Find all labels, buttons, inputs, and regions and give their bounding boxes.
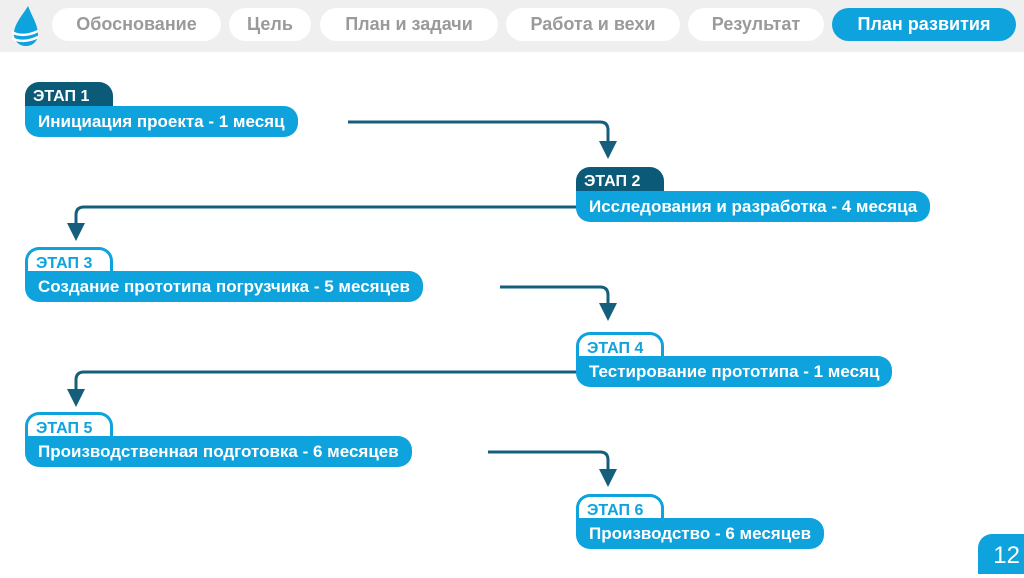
tab-tsel[interactable]: Цель — [229, 8, 311, 41]
water-drop-icon — [11, 6, 39, 46]
arrow-1-to-2 — [348, 120, 617, 159]
tab-obosnovanie[interactable]: Обоснование — [52, 8, 221, 41]
arrow-5-to-6 — [488, 450, 617, 487]
stage-title: Производство - 6 месяцев — [576, 518, 825, 549]
arrow-2-to-3 — [67, 205, 576, 241]
tab-rabota-i-vekhi[interactable]: Работа и вехи — [506, 8, 680, 41]
stage-title: Создание прототипа погрузчика - 5 месяце… — [25, 271, 423, 302]
arrow-3-to-4 — [500, 285, 617, 321]
stage-title: Исследования и разработка - 4 месяца — [576, 191, 931, 222]
arrow-4-to-5 — [67, 370, 576, 407]
stage-label: ЭТАП 5 — [25, 412, 113, 444]
tab-plan-razvitiya[interactable]: План развития — [832, 8, 1016, 41]
stage-title: Тестирование прототипа - 1 месяц — [576, 356, 893, 387]
top-navigation-bar: Обоснование Цель План и задачи Работа и … — [0, 0, 1024, 52]
stage-title: Производственная подготовка - 6 месяцев — [25, 436, 412, 467]
page-number: 12 — [978, 534, 1024, 574]
tab-plan-i-zadachi[interactable]: План и задачи — [320, 8, 498, 41]
tab-rezultat[interactable]: Результат — [688, 8, 824, 41]
stage-title: Инициация проекта - 1 месяц — [25, 106, 298, 137]
